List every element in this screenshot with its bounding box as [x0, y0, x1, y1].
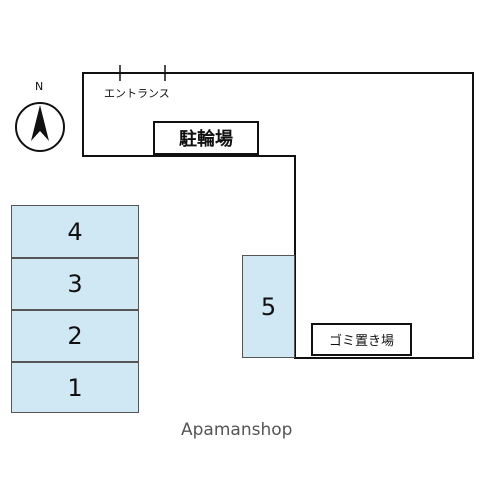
- parking-space-number: 2: [67, 322, 83, 350]
- parking-space-number: 3: [67, 270, 83, 298]
- parking-space-2: 2: [11, 310, 139, 362]
- parking-space-number: 4: [67, 217, 83, 246]
- north-arrow-icon: [15, 102, 65, 152]
- parking-space-5: 5: [242, 255, 295, 358]
- parking-space-4: 4: [11, 205, 139, 258]
- watermark: Apamanshop: [181, 420, 293, 440]
- compass-north-label: N: [35, 80, 44, 93]
- parking-space-3: 3: [11, 258, 139, 310]
- garbage-area-label: ゴミ置き場: [328, 334, 394, 349]
- bicycle-parking-label: 駐輪場: [179, 129, 233, 150]
- entrance-label: エントランス: [104, 87, 170, 100]
- parking-space-number: 1: [67, 373, 83, 402]
- site-boundary: [82, 72, 474, 359]
- parking-space-number: 5: [260, 292, 277, 321]
- parking-space-1: 1: [11, 362, 139, 413]
- garbage-area-label-box: ゴミ置き場: [311, 323, 412, 356]
- bicycle-parking-label-box: 駐輪場: [153, 121, 259, 155]
